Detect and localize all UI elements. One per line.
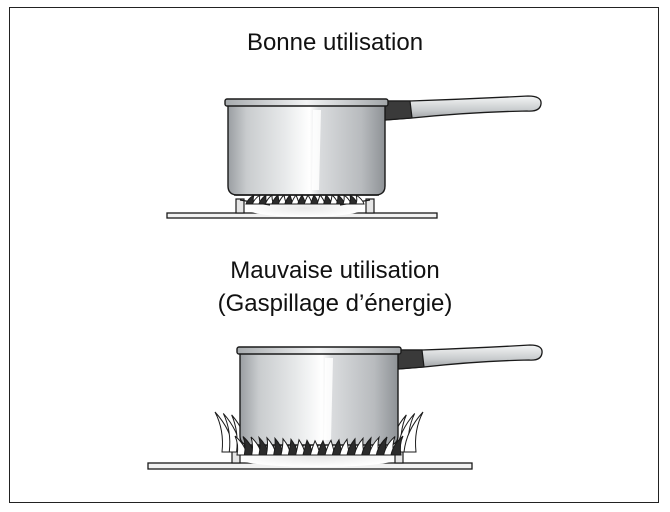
pan-rim [236,346,402,355]
saucepan-bad [236,344,543,446]
pan-body [227,103,386,196]
flame [354,193,365,205]
pan-highlight [324,358,333,440]
flame [403,411,424,453]
handle-grip [397,349,425,370]
flames-large-front [234,435,404,456]
pan-rim [224,98,389,107]
good-use-scene [166,95,542,219]
pan-handle [384,95,542,121]
handle-grip [384,100,413,121]
pan-body [239,351,399,446]
saucepan-good [224,95,542,196]
pan-handle [397,344,543,370]
caption-energy-waste: (Gaspillage d’énergie) [217,290,453,317]
pan-highlight [312,110,321,190]
flames-small [245,193,365,205]
caption-bad-use: Mauvaise utilisation [230,257,440,284]
bad-use-scene [147,344,543,470]
flame [390,435,404,456]
caption-good-use: Bonne utilisation [246,29,424,56]
